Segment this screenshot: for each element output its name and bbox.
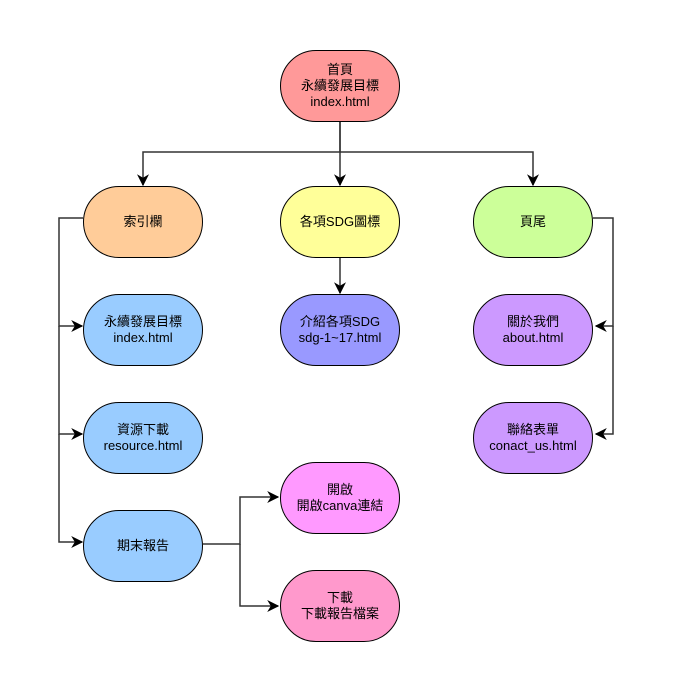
node-download-report: 下載 下載報告檔案 <box>280 570 400 642</box>
node-line: 頁尾 <box>519 214 546 229</box>
edge-navbar-nav-sdg <box>58 217 84 332</box>
edge-home-footer <box>340 151 539 187</box>
node-contact: 聯絡表單 conact_us.html <box>473 402 593 474</box>
edge-final-report-download <box>239 544 280 612</box>
node-line: 永續發展目標 <box>300 78 379 93</box>
node-navbar: 索引欄 <box>83 186 203 258</box>
node-line: sdg-1~17.html <box>298 330 382 345</box>
node-resource: 資源下載 resource.html <box>83 402 203 474</box>
node-about: 關於我們 about.html <box>473 294 593 366</box>
node-line: 開啟 <box>326 482 353 497</box>
node-line: 首頁 <box>326 62 353 77</box>
node-sdg-intro: 介紹各項SDG sdg-1~17.html <box>280 294 400 366</box>
node-line: 期末報告 <box>116 538 169 553</box>
node-line: index.html <box>113 330 173 345</box>
node-line: 關於我們 <box>506 314 559 329</box>
edge-footer-contact <box>594 326 614 440</box>
node-line: 聯絡表單 <box>506 422 559 437</box>
node-line: 各項SDG圖標 <box>299 214 381 229</box>
edge-footer-about <box>593 217 614 332</box>
edge-final-report-open-canva <box>203 491 280 545</box>
node-line: resource.html <box>103 438 183 453</box>
node-open-canva: 開啟 開啟canva連結 <box>280 462 400 534</box>
node-line: conact_us.html <box>489 438 577 453</box>
node-line: 永續發展目標 <box>103 314 182 329</box>
node-line: 下載報告檔案 <box>300 606 379 621</box>
node-line: 介紹各項SDG <box>299 314 381 329</box>
edge-navbar-final-report <box>58 434 84 548</box>
node-home: 首頁 永續發展目標 index.html <box>280 50 400 122</box>
node-line: 資源下載 <box>116 422 169 437</box>
node-final-report: 期末報告 <box>83 510 203 582</box>
node-sdg-icons: 各項SDG圖標 <box>280 186 400 258</box>
node-line: 索引欄 <box>123 214 163 229</box>
node-line: 下載 <box>326 590 353 605</box>
edge-navbar-resource <box>58 326 84 440</box>
node-nav-sdg: 永續發展目標 index.html <box>83 294 203 366</box>
edge-home-navbar <box>137 122 341 187</box>
node-footer: 頁尾 <box>473 186 593 258</box>
node-line: about.html <box>502 330 564 345</box>
node-line: 開啟canva連結 <box>296 498 384 513</box>
node-line: index.html <box>310 94 370 109</box>
